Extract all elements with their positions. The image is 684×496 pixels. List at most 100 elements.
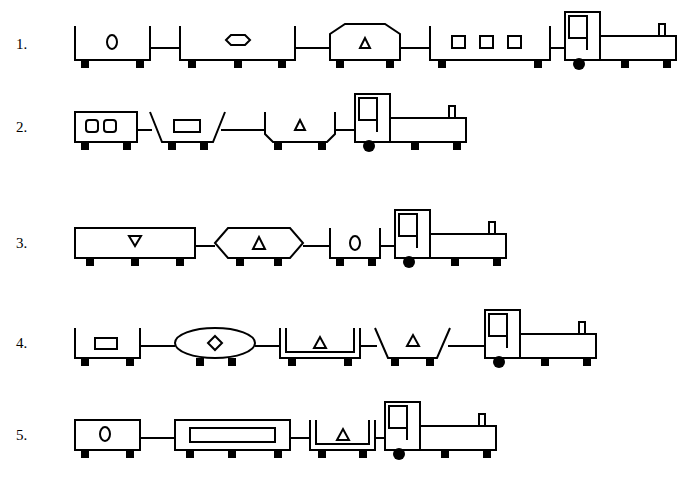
train-2-part bbox=[86, 120, 98, 132]
train-2-part bbox=[295, 120, 305, 130]
train-4 bbox=[75, 310, 596, 368]
train-2-part bbox=[274, 142, 282, 150]
train-4-part bbox=[208, 336, 222, 350]
train-2-part bbox=[265, 112, 335, 142]
train-4-part bbox=[448, 345, 485, 347]
train-5-part bbox=[81, 450, 89, 458]
train-3-part bbox=[75, 228, 195, 258]
train-3-part bbox=[368, 258, 376, 266]
train-3-part bbox=[86, 258, 94, 266]
train-1-part bbox=[234, 60, 242, 68]
train-2-part bbox=[221, 129, 265, 131]
train-2-part bbox=[81, 142, 89, 150]
train-4-part bbox=[344, 358, 352, 366]
train-5-part bbox=[375, 437, 385, 439]
train-1 bbox=[75, 12, 676, 70]
train-5-part bbox=[140, 437, 175, 439]
train-5-part bbox=[318, 450, 326, 458]
train-2-part bbox=[137, 129, 152, 131]
train-2-part bbox=[104, 120, 116, 132]
train-3-part bbox=[131, 258, 139, 266]
train-3 bbox=[75, 210, 506, 268]
train-2-part bbox=[150, 112, 225, 142]
row-number: 5. bbox=[16, 428, 27, 443]
train-2-part bbox=[318, 142, 326, 150]
train-4-part bbox=[126, 358, 134, 366]
train-4-part bbox=[280, 328, 360, 358]
train-1-part bbox=[330, 24, 400, 60]
train-4-part bbox=[426, 358, 434, 366]
train-1-part bbox=[226, 35, 250, 45]
train-3-part bbox=[336, 258, 344, 266]
train-1-part bbox=[295, 47, 330, 49]
train-4-part bbox=[485, 310, 596, 368]
train-1-part bbox=[508, 36, 521, 48]
row-number: 2. bbox=[16, 120, 27, 135]
train-1-part bbox=[278, 60, 286, 68]
train-5-part bbox=[100, 427, 110, 441]
train-4-part bbox=[314, 337, 326, 348]
train-5 bbox=[75, 402, 496, 460]
train-3-part bbox=[129, 236, 141, 246]
row-number: 4. bbox=[16, 336, 27, 351]
train-1-part bbox=[75, 26, 150, 60]
train-1-part bbox=[452, 36, 465, 48]
train-2-part bbox=[335, 129, 355, 131]
train-5-part bbox=[75, 420, 140, 450]
train-1-part bbox=[430, 26, 550, 60]
train-4-part bbox=[75, 328, 140, 358]
train-4-part bbox=[286, 328, 354, 352]
train-5-part bbox=[316, 420, 369, 444]
train-5-part bbox=[310, 420, 375, 450]
train-3-part bbox=[195, 245, 215, 247]
row-number: 3. bbox=[16, 236, 27, 251]
row-number: 1. bbox=[16, 37, 27, 52]
train-4-part bbox=[140, 345, 175, 347]
train-4-part bbox=[288, 358, 296, 366]
train-5-part bbox=[290, 437, 310, 439]
train-4-part bbox=[196, 358, 204, 366]
train-5-part bbox=[228, 450, 236, 458]
train-3-part bbox=[236, 258, 244, 266]
train-4-part bbox=[360, 345, 377, 347]
train-4-part bbox=[391, 358, 399, 366]
train-1-part bbox=[136, 60, 144, 68]
train-5-part bbox=[175, 420, 290, 450]
train-4-part bbox=[407, 335, 419, 346]
train-1-part bbox=[480, 36, 493, 48]
train-1-part bbox=[188, 60, 196, 68]
train-5-part bbox=[186, 450, 194, 458]
train-4-part bbox=[175, 328, 255, 358]
train-4-part bbox=[375, 328, 450, 358]
train-3-part bbox=[330, 228, 380, 258]
train-3-part bbox=[253, 237, 265, 249]
train-5-part bbox=[126, 450, 134, 458]
train-2-part bbox=[174, 120, 200, 132]
train-5-part bbox=[359, 450, 367, 458]
train-3-part bbox=[176, 258, 184, 266]
train-4-part bbox=[81, 358, 89, 366]
train-5-part bbox=[337, 429, 349, 440]
train-4-part bbox=[228, 358, 236, 366]
train-2-part bbox=[75, 112, 137, 142]
train-4-part bbox=[95, 338, 117, 349]
train-1-part bbox=[336, 60, 344, 68]
train-4-part bbox=[255, 345, 280, 347]
train-1-part bbox=[360, 38, 370, 48]
train-3-part bbox=[395, 210, 506, 268]
train-2 bbox=[75, 94, 466, 152]
train-1-part bbox=[386, 60, 394, 68]
train-3-part bbox=[350, 236, 360, 250]
train-1-part bbox=[438, 60, 446, 68]
train-5-part bbox=[274, 450, 282, 458]
train-3-part bbox=[380, 245, 395, 247]
train-1-part bbox=[150, 47, 180, 49]
train-1-part bbox=[565, 12, 676, 70]
train-1-part bbox=[550, 47, 565, 49]
train-1-part bbox=[180, 26, 295, 60]
train-2-part bbox=[123, 142, 131, 150]
train-3-part bbox=[274, 258, 282, 266]
train-5-part bbox=[190, 428, 275, 442]
train-2-part bbox=[200, 142, 208, 150]
